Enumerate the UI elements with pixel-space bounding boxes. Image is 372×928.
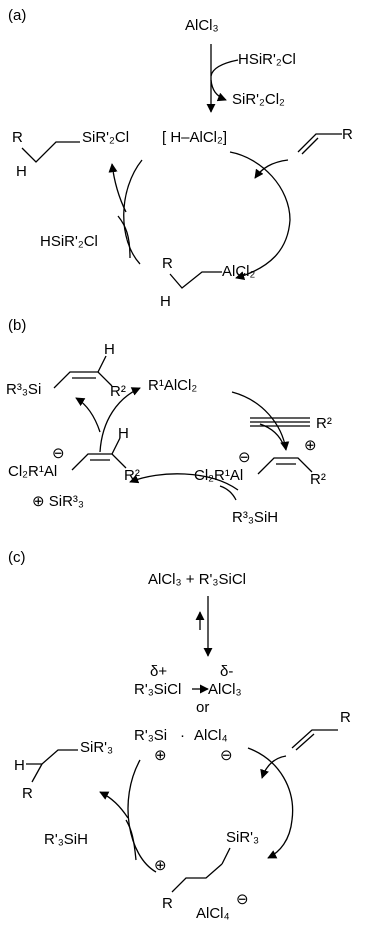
panel-a-cycle-arc-left [123, 159, 143, 265]
panel-b-left-al: Cl₂R¹Al [8, 463, 57, 480]
panel-a-reagent-in-curve [210, 59, 239, 77]
panel-c-label: (c) [8, 549, 26, 566]
panel-a-cycle-arc-right [229, 151, 291, 221]
panel-a-aluminum-chloride: AlCl₃ [185, 17, 219, 34]
panel-a-alkene-r: R [342, 126, 353, 143]
panel-b-right-minus: ⊖ [238, 449, 251, 466]
panel-b-right-r: R² [310, 471, 326, 488]
panel-a-alkene-bond [297, 133, 342, 153]
panel-a-reagent-out: SiR'₂Cl₂ [232, 91, 285, 108]
panel-c-alkene-entry-arrow [260, 755, 287, 779]
panel-a-catalyst: [ H–AlCl₂] [162, 129, 227, 146]
panel-b-left-counter: ⊕ SiR³₃ [32, 493, 84, 510]
panel-a: (a) AlCl₃ HSiR'₂Cl SiR'₂Cl₂ [ H–AlCl₂] R… [8, 7, 353, 310]
panel-a-reagent-in: HSiR'₂Cl [238, 51, 296, 68]
panel-b-right-plus: ⊕ [304, 437, 317, 454]
panel-c-alkene-r: R [340, 709, 351, 726]
panel-c-cycle-arc-left [127, 759, 157, 873]
panel-b-product-chain [53, 371, 113, 389]
panel-a-product-group: SiR'₂Cl [82, 129, 129, 146]
panel-a-reagent-return: HSiR'₂Cl [40, 233, 98, 250]
panel-c-ion-minus: ⊖ [220, 747, 233, 764]
panel-a-intermediate-h: H [160, 293, 171, 310]
panel-a-intermediate-group: AlCl₂ [222, 263, 256, 280]
panel-c-cation-chain [171, 863, 223, 893]
panel-c: (c) AlCl₃ + R'₃SiCl δ+ δ- R'₃SiCl AlCl₃ … [8, 549, 351, 922]
panel-b-product-h: H [104, 341, 115, 358]
panel-a-to-product-arrow [108, 163, 127, 213]
panel-c-to-product-arrow [99, 791, 129, 819]
panel-a-intermediate-r: R [162, 255, 173, 272]
panel-c-product-h: H [14, 757, 25, 774]
panel-c-complex-right: AlCl₃ [208, 681, 242, 698]
panel-b-cycle-arc-left [99, 387, 141, 453]
panel-a-to-intermediate-arrow [235, 219, 291, 281]
panel-c-ion-left: R'₃Si [134, 727, 167, 744]
panel-c-cation-r: R [162, 895, 173, 912]
panel-b-label: (b) [8, 317, 26, 334]
panel-a-reagent-out-arrow [210, 79, 227, 102]
panel-b-right-chain [257, 457, 313, 475]
panel-b-silane-arrow [129, 473, 239, 491]
panel-c-ion-right: AlCl₄ [194, 727, 228, 744]
panel-b-alkyne-r: R² [316, 415, 332, 432]
panel-c-cation-group: SiR'₃ [226, 829, 259, 846]
panel-c-cycle-arc-right [247, 747, 294, 821]
panel-b-product-r: R² [110, 383, 126, 400]
panel-c-product-r: R [22, 785, 33, 802]
panel-c-silane: R'₃SiH [44, 831, 88, 848]
panel-b-product-si: R³₃Si [6, 381, 41, 398]
panel-b-right-al: Cl₂R¹Al [194, 467, 243, 484]
panel-b-left-minus: ⊖ [52, 445, 65, 462]
panel-b-silane: R³₃SiH [232, 509, 278, 526]
panel-a-product-h: H [16, 163, 27, 180]
panel-c-to-cation-arrow [267, 819, 293, 859]
panel-c-cation-plus: ⊕ [154, 857, 167, 874]
panel-b-to-product-arrow [75, 397, 101, 433]
panel-a-intermediate-chain [169, 271, 222, 289]
panel-c-counter-anion: AlCl₄ [196, 905, 230, 922]
panel-c-or: or [196, 699, 209, 716]
panel-b: (b) R¹AlCl₂ R² R³₃Si H R² ⊖ Cl₂R¹Al H R²… [6, 317, 332, 526]
panel-c-complex-left: R'₃SiCl [134, 681, 181, 698]
panel-b-left-r: R² [124, 467, 140, 484]
panel-c-counter-minus: ⊖ [236, 891, 249, 908]
panel-c-ion-dot: · [180, 727, 185, 744]
panel-a-alkene-entry-arrow [254, 159, 289, 179]
panel-b-cycle-arc-right [231, 391, 290, 451]
panel-c-delta-plus: δ+ [150, 663, 167, 680]
panel-c-alkene-bond [291, 729, 338, 749]
panel-c-product-group: SiR'₃ [80, 739, 113, 756]
panel-b-left-chain [71, 453, 127, 471]
panel-c-product-chain [26, 749, 78, 765]
panel-b-catalyst: R¹AlCl₂ [148, 377, 197, 394]
panel-c-delta-minus: δ- [220, 663, 233, 680]
panel-a-label: (a) [8, 7, 26, 24]
panel-b-left-h: H [118, 425, 129, 442]
panel-c-reactants: AlCl₃ + R'₃SiCl [148, 571, 246, 588]
panel-a-product-chain [21, 141, 80, 163]
panel-a-product-r: R [12, 129, 23, 146]
panel-c-ion-plus: ⊕ [154, 747, 167, 764]
